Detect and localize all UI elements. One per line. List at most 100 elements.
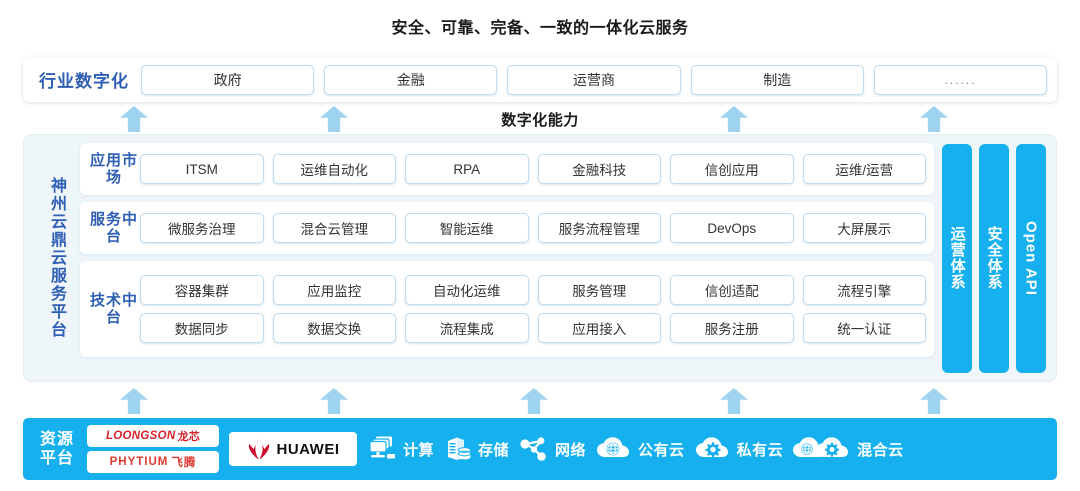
- chip-microservice-governance[interactable]: 微服务治理: [140, 213, 264, 243]
- phytium-logo-en: PHYTIUM: [109, 456, 169, 468]
- resource-item-public-cloud[interactable]: 公有云: [596, 436, 685, 462]
- chip-process-engine[interactable]: 流程引擎: [802, 275, 926, 305]
- tier-label: 应用市场: [89, 151, 138, 186]
- chip-label: 数据交换: [307, 322, 362, 337]
- chip-label: 运维自动化: [300, 163, 369, 178]
- industry-item-manufacturing[interactable]: 制造: [690, 64, 864, 95]
- chip-label: 自动化运维: [433, 284, 501, 299]
- chip-large-screen-display[interactable]: 大屏展示: [802, 213, 926, 243]
- chip-data-sync[interactable]: 数据同步: [140, 313, 264, 343]
- vertical-bar-security-system[interactable]: 安全体系: [979, 143, 1009, 373]
- phytium-logo-cn: 飞腾: [171, 457, 197, 469]
- vertical-bars: 运营体系 安全体系 Open API: [942, 143, 1046, 373]
- industry-item-government[interactable]: 政府: [141, 64, 315, 95]
- arrow-up-icon: [520, 388, 548, 414]
- chip-label: 微服务治理: [168, 222, 236, 237]
- resource-item-storage[interactable]: 存储: [444, 435, 509, 463]
- chip-intelligent-ops[interactable]: 智能运维: [405, 213, 529, 243]
- chip-service-management[interactable]: 服务管理: [537, 275, 661, 305]
- loongson-logo-en: LOONGSON: [105, 430, 176, 442]
- chip-label: RPA: [453, 161, 481, 177]
- chip-label: 服务管理: [572, 284, 627, 299]
- chip-label: 统一认证: [837, 322, 892, 337]
- arrow-up-icon: [720, 388, 748, 414]
- resource-item-label: 公有云: [638, 441, 685, 459]
- resource-item-hybrid-cloud[interactable]: 混合云: [793, 436, 904, 462]
- tier-body: 容器集群 应用监控 自动化运维 服务管理 信创适配 流程引擎 数据同步 数据交换…: [140, 275, 926, 343]
- industry-item-finance[interactable]: 金融: [324, 64, 498, 95]
- industry-item-label: 制造: [763, 71, 792, 88]
- chip-xinchuang-app[interactable]: 信创应用: [670, 154, 794, 184]
- chip-application-access[interactable]: 应用接入: [537, 313, 661, 343]
- industry-item-label: 运营商: [573, 71, 615, 88]
- industry-item-label: 政府: [213, 71, 242, 88]
- capability-arrow-row: 数字化能力: [0, 104, 1080, 134]
- chip-rpa[interactable]: RPA: [405, 154, 529, 184]
- chip-unified-authentication[interactable]: 统一认证: [802, 313, 926, 343]
- chip-fintech[interactable]: 金融科技: [537, 154, 661, 184]
- chip-label: 应用接入: [572, 322, 627, 337]
- tier-technology-platform: 技术中台 容器集群 应用监控 自动化运维 服务管理 信创适配 流程引擎 数据同步…: [80, 261, 934, 357]
- chip-row: 数据同步 数据交换 流程集成 应用接入 服务注册 统一认证: [140, 313, 926, 343]
- chip-hybrid-cloud-management[interactable]: 混合云管理: [272, 213, 396, 243]
- chip-label: 容器集群: [174, 284, 229, 299]
- vertical-bar-operations-system[interactable]: 运营体系: [942, 143, 972, 373]
- tier-body: 微服务治理 混合云管理 智能运维 服务流程管理 DevOps 大屏展示: [140, 213, 926, 243]
- tier-body: ITSM 运维自动化 RPA 金融科技 信创应用 运维/运营: [140, 154, 926, 184]
- chip-label: 金融科技: [572, 163, 627, 178]
- chip-ops-automation[interactable]: 运维自动化: [272, 154, 396, 184]
- tier-label: 服务中台: [89, 210, 138, 245]
- resource-label-line2: 平台: [39, 450, 74, 467]
- chip-ops-operations[interactable]: 运维/运营: [802, 154, 926, 184]
- compute-icon: [369, 436, 395, 459]
- capability-label: 数字化能力: [501, 112, 579, 129]
- chip-xinchuang-adaptation[interactable]: 信创适配: [670, 275, 794, 305]
- platform-vertical-label: 神州云鼎云服务平台: [48, 177, 65, 339]
- industry-item-telecom[interactable]: 运营商: [507, 64, 681, 95]
- chip-row: 微服务治理 混合云管理 智能运维 服务流程管理 DevOps 大屏展示: [140, 213, 926, 243]
- storage-icon: [448, 437, 472, 460]
- resource-label-line1: 资源: [39, 430, 74, 448]
- chip-automated-ops[interactable]: 自动化运维: [405, 275, 529, 305]
- page-title: 安全、可靠、完备、一致的一体化云服务: [391, 20, 689, 37]
- chip-devops[interactable]: DevOps: [670, 213, 794, 243]
- tier-label: 技术中台: [89, 291, 138, 326]
- chip-label: 服务注册: [704, 322, 759, 337]
- chip-label: 信创适配: [704, 284, 759, 299]
- industry-item-label: ......: [944, 72, 977, 87]
- resource-item-network[interactable]: 网络: [519, 436, 586, 462]
- chip-process-integration[interactable]: 流程集成: [405, 313, 529, 343]
- chip-label: 信创应用: [704, 163, 759, 178]
- resource-item-label: 存储: [478, 441, 510, 459]
- arrow-up-icon: [920, 388, 948, 414]
- chip-data-exchange[interactable]: 数据交换: [272, 313, 396, 343]
- resource-item-compute[interactable]: 计算: [367, 435, 434, 463]
- public-cloud-icon: [597, 437, 630, 457]
- resource-item-private-cloud[interactable]: 私有云: [695, 436, 784, 462]
- chip-label: 流程集成: [439, 322, 494, 337]
- huawei-logo-text: HUAWEI: [276, 440, 340, 458]
- resource-item-label: 计算: [403, 441, 435, 459]
- chip-label: 数据同步: [174, 322, 229, 337]
- chip-application-monitoring[interactable]: 应用监控: [272, 275, 396, 305]
- chip-label: 混合云管理: [300, 222, 369, 237]
- chip-label: 大屏展示: [837, 222, 892, 237]
- chip-service-process-management[interactable]: 服务流程管理: [537, 213, 661, 243]
- chip-row: 容器集群 应用监控 自动化运维 服务管理 信创适配 流程引擎: [140, 275, 926, 305]
- chip-row: ITSM 运维自动化 RPA 金融科技 信创应用 运维/运营: [140, 154, 926, 184]
- chip-container-cluster[interactable]: 容器集群: [140, 275, 264, 305]
- industry-item-more[interactable]: ......: [873, 64, 1048, 95]
- resource-platform-label: 资源 平台: [37, 430, 77, 468]
- resource-item-label: 网络: [555, 441, 587, 459]
- huawei-logo: HUAWEI: [229, 432, 357, 466]
- chip-service-registry[interactable]: 服务注册: [670, 313, 794, 343]
- industry-items: 政府 金融 运营商 制造 ......: [141, 64, 1048, 95]
- hybrid-cloud-icon: [793, 437, 849, 457]
- chip-label: ITSM: [185, 161, 218, 177]
- chip-itsm[interactable]: ITSM: [140, 154, 264, 184]
- industry-digitalization-panel: 行业数字化 政府 金融 运营商 制造 ......: [23, 57, 1057, 102]
- vertical-bar-open-api[interactable]: Open API: [1016, 143, 1046, 373]
- chip-label: 服务流程管理: [558, 222, 640, 237]
- huawei-flower-icon: [248, 439, 269, 460]
